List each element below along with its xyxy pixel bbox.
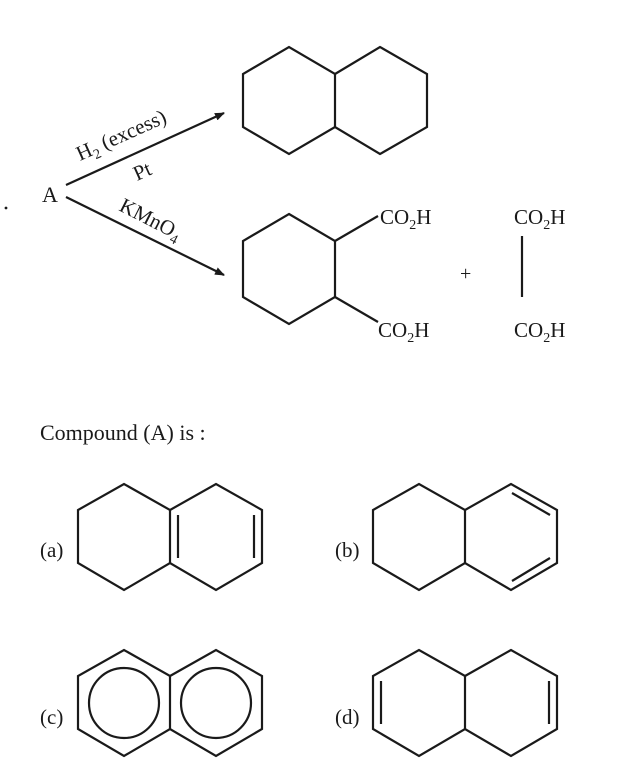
oxalic-acid-bottom: CO2H (514, 318, 565, 346)
option-d-structure (371, 648, 559, 758)
decalin-product (241, 45, 429, 156)
acid-group-upper: CO2H (380, 205, 431, 233)
oxalic-acid-top: CO2H (514, 205, 565, 233)
cyclohexane-dicarboxylic-acid (241, 212, 379, 326)
option-a-structure (76, 482, 264, 592)
option-b-structure (371, 482, 559, 592)
option-c-label: (c) (40, 705, 63, 729)
plus-sign: + (460, 263, 471, 285)
hydrogenation-arrow (65, 111, 225, 187)
acid-group-lower: CO2H (378, 318, 429, 346)
option-b-label: (b) (335, 538, 360, 562)
option-a-label: (a) (40, 538, 63, 562)
question-text: Compound (A) is : (40, 420, 206, 445)
oxidation-arrow (65, 196, 225, 276)
upper-catalyst: Pt (129, 156, 155, 185)
option-c-structure (76, 648, 264, 758)
option-d-label: (d) (335, 705, 360, 729)
oxalic-acid: CO2H CO2H (514, 205, 565, 346)
lower-reagent: KMnO4 (114, 193, 186, 248)
reactant-label: A (42, 182, 58, 207)
stray-dot (4, 206, 8, 210)
